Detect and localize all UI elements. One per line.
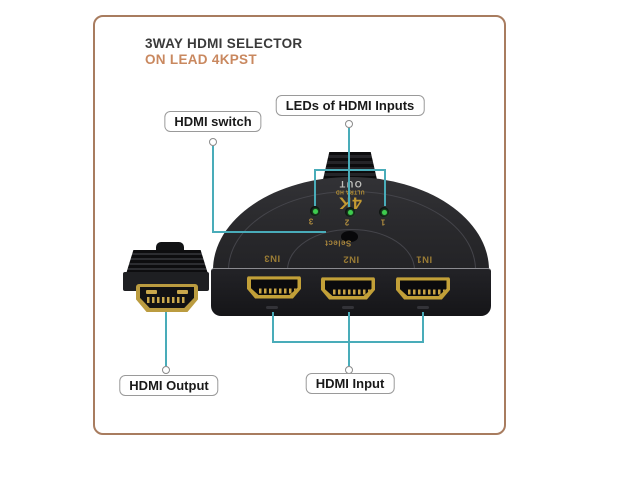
ultra-hd-logo-text: ULTRA HD — [335, 188, 365, 195]
screw-mark — [342, 306, 354, 309]
screw-mark — [417, 306, 429, 309]
hdmi-port-pins — [332, 289, 371, 294]
callout-line-input — [422, 312, 424, 343]
callout-line-switch — [212, 231, 326, 233]
product-subtitle: ON LEAD 4KPST — [145, 52, 257, 67]
led-number-2: 2 — [344, 217, 350, 227]
device-out-label: OUT — [338, 179, 362, 189]
hdmi-plug-contact — [177, 290, 188, 294]
callout-line-input — [272, 312, 274, 343]
hdmi-plug-grip — [126, 250, 208, 274]
decorative-frame — [93, 15, 506, 435]
callout-dot — [345, 120, 353, 128]
input-led-1 — [379, 207, 389, 217]
hdmi-plug-contact — [146, 290, 157, 294]
callout-line-leds — [314, 169, 386, 171]
product-title: 3WAY HDMI SELECTOR — [145, 36, 303, 51]
select-label: Select — [324, 238, 352, 248]
hdmi-port-in1 — [396, 277, 450, 300]
callout-line-leds — [314, 169, 316, 206]
label-hdmi-input: HDMI Input — [305, 373, 395, 394]
hdmi-port-in3 — [247, 276, 301, 299]
label-hdmi-switch: HDMI switch — [164, 111, 262, 132]
label-hdmi-output: HDMI Output — [119, 375, 219, 396]
callout-line-leds — [348, 169, 350, 207]
port-label-in1: IN1 — [415, 253, 433, 265]
hdmi-plug-pins — [147, 297, 187, 303]
input-led-2 — [345, 207, 355, 217]
hdmi-port-cavity — [399, 280, 447, 296]
callout-line-switch — [212, 146, 214, 232]
hdmi-port-cavity — [250, 279, 298, 295]
callout-line-output — [165, 312, 167, 366]
input-led-3 — [310, 206, 320, 216]
port-label-in3: IN3 — [263, 252, 281, 264]
select-button — [341, 231, 358, 242]
callout-line-leds — [348, 128, 350, 170]
hdmi-port-cavity — [324, 280, 372, 296]
hdmi-plug-connector — [136, 284, 198, 312]
callout-dot — [162, 366, 170, 374]
led-number-1: 1 — [380, 217, 386, 227]
hdmi-plug-cavity — [140, 287, 194, 308]
port-label-in2: IN2 — [342, 253, 360, 265]
callout-line-leds — [384, 169, 386, 206]
led-number-3: 3 — [308, 216, 314, 226]
callout-dot — [209, 138, 217, 146]
screw-mark — [266, 306, 278, 309]
hdmi-port-pins — [258, 288, 297, 293]
hdmi-port-pins — [407, 289, 446, 294]
hdmi-port-in2 — [321, 277, 375, 300]
callout-line-input — [272, 341, 424, 343]
callout-line-input — [348, 312, 350, 366]
label-leds-of-hdmi-inputs: LEDs of HDMI Inputs — [275, 95, 425, 116]
